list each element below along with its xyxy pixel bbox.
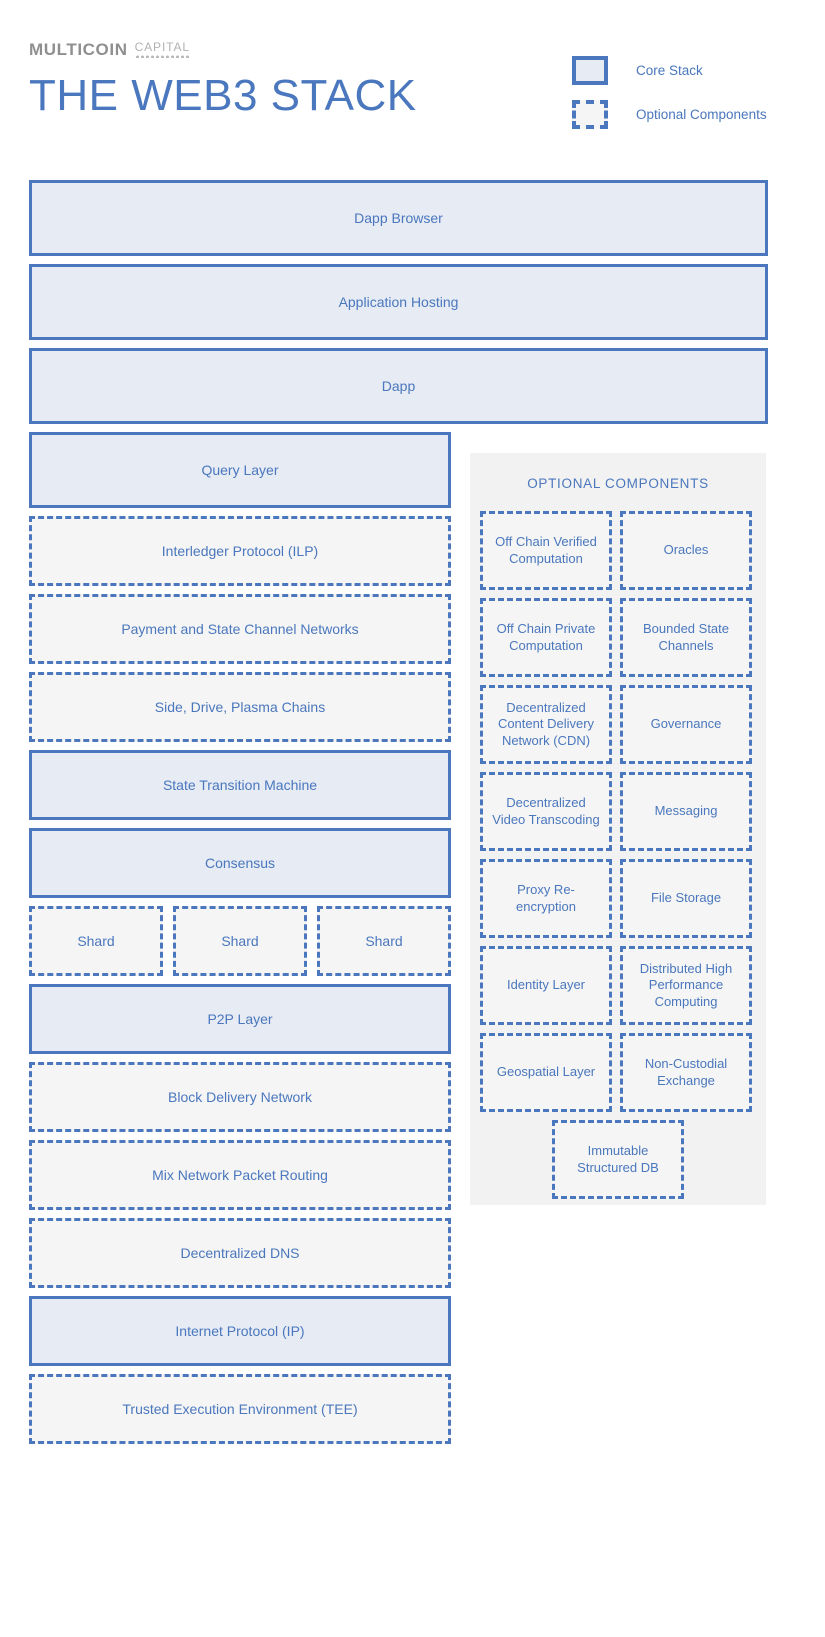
brand-sub-wrap: CAPITAL	[134, 40, 191, 58]
optional-item-off-chain-verified-computation: Off Chain Verified Computation	[480, 511, 612, 590]
optional-components-title: OPTIONAL COMPONENTS	[527, 476, 709, 491]
stack-layer-application-hosting: Application Hosting	[29, 264, 768, 340]
stack-layer-dapp: Dapp	[29, 348, 768, 424]
optional-item-file-storage: File Storage	[620, 859, 752, 938]
optional-item-decentralized-cdn: Decentralized Content Delivery Network (…	[480, 685, 612, 764]
stack-layer-p2p-layer: P2P Layer	[29, 984, 451, 1054]
stack-shard-3: Shard	[317, 906, 451, 976]
stack-layer-query-layer: Query Layer	[29, 432, 451, 508]
stack-layer-interledger-protocol: Interledger Protocol (ILP)	[29, 516, 451, 586]
optional-item-geospatial-layer: Geospatial Layer	[480, 1033, 612, 1112]
brand-subname: CAPITAL	[134, 40, 191, 54]
page-title: THE WEB3 STACK	[29, 71, 417, 120]
optional-item-immutable-structured-db: Immutable Structured DB	[552, 1120, 684, 1199]
web3-stack-diagram: Dapp Browser Application Hosting Dapp Qu…	[29, 180, 768, 1452]
legend-item-core: Core Stack	[572, 48, 767, 92]
stack-layer-state-transition-machine: State Transition Machine	[29, 750, 451, 820]
optional-item-governance: Governance	[620, 685, 752, 764]
legend-swatch-optional-icon	[572, 99, 608, 129]
legend: Core Stack Optional Components	[572, 48, 767, 136]
stack-layer-decentralized-dns: Decentralized DNS	[29, 1218, 451, 1288]
optional-components-grid: Off Chain Verified Computation Oracles O…	[480, 511, 756, 1112]
brand-dots-decoration	[134, 55, 191, 58]
stack-layer-block-delivery-network: Block Delivery Network	[29, 1062, 451, 1132]
optional-item-decentralized-video-transcoding: Decentralized Video Transcoding	[480, 772, 612, 851]
optional-item-identity-layer: Identity Layer	[480, 946, 612, 1025]
stack-layer-internet-protocol: Internet Protocol (IP)	[29, 1296, 451, 1366]
optional-item-messaging: Messaging	[620, 772, 752, 851]
optional-item-proxy-re-encryption: Proxy Re-encryption	[480, 859, 612, 938]
stack-layer-dapp-browser: Dapp Browser	[29, 180, 768, 256]
optional-item-non-custodial-exchange: Non-Custodial Exchange	[620, 1033, 752, 1112]
stack-layer-trusted-execution-environment: Trusted Execution Environment (TEE)	[29, 1374, 451, 1444]
optional-item-off-chain-private-computation: Off Chain Private Computation	[480, 598, 612, 677]
brand-name: MULTICOIN	[29, 40, 128, 59]
optional-components-last-row: Immutable Structured DB	[480, 1120, 756, 1199]
optional-item-bounded-state-channels: Bounded State Channels	[620, 598, 752, 677]
optional-item-oracles: Oracles	[620, 511, 752, 590]
stack-layer-consensus: Consensus	[29, 828, 451, 898]
header: MULTICOIN CAPITAL THE WEB3 STACK Core St…	[0, 0, 825, 160]
stack-shard-1: Shard	[29, 906, 163, 976]
legend-label-core: Core Stack	[636, 62, 703, 78]
stack-shard-row: Shard Shard Shard	[29, 906, 451, 976]
legend-swatch-core-icon	[572, 55, 608, 85]
stack-layer-mix-network-packet-routing: Mix Network Packet Routing	[29, 1140, 451, 1210]
optional-components-panel: OPTIONAL COMPONENTS Off Chain Verified C…	[470, 453, 766, 1205]
stack-layer-payment-state-channel-networks: Payment and State Channel Networks	[29, 594, 451, 664]
legend-item-optional: Optional Components	[572, 92, 767, 136]
brand-logo: MULTICOIN CAPITAL	[29, 40, 191, 59]
optional-item-distributed-high-performance-computing: Distributed High Performance Computing	[620, 946, 752, 1025]
stack-layer-side-drive-plasma-chains: Side, Drive, Plasma Chains	[29, 672, 451, 742]
stack-shard-2: Shard	[173, 906, 307, 976]
legend-label-optional: Optional Components	[636, 106, 767, 122]
